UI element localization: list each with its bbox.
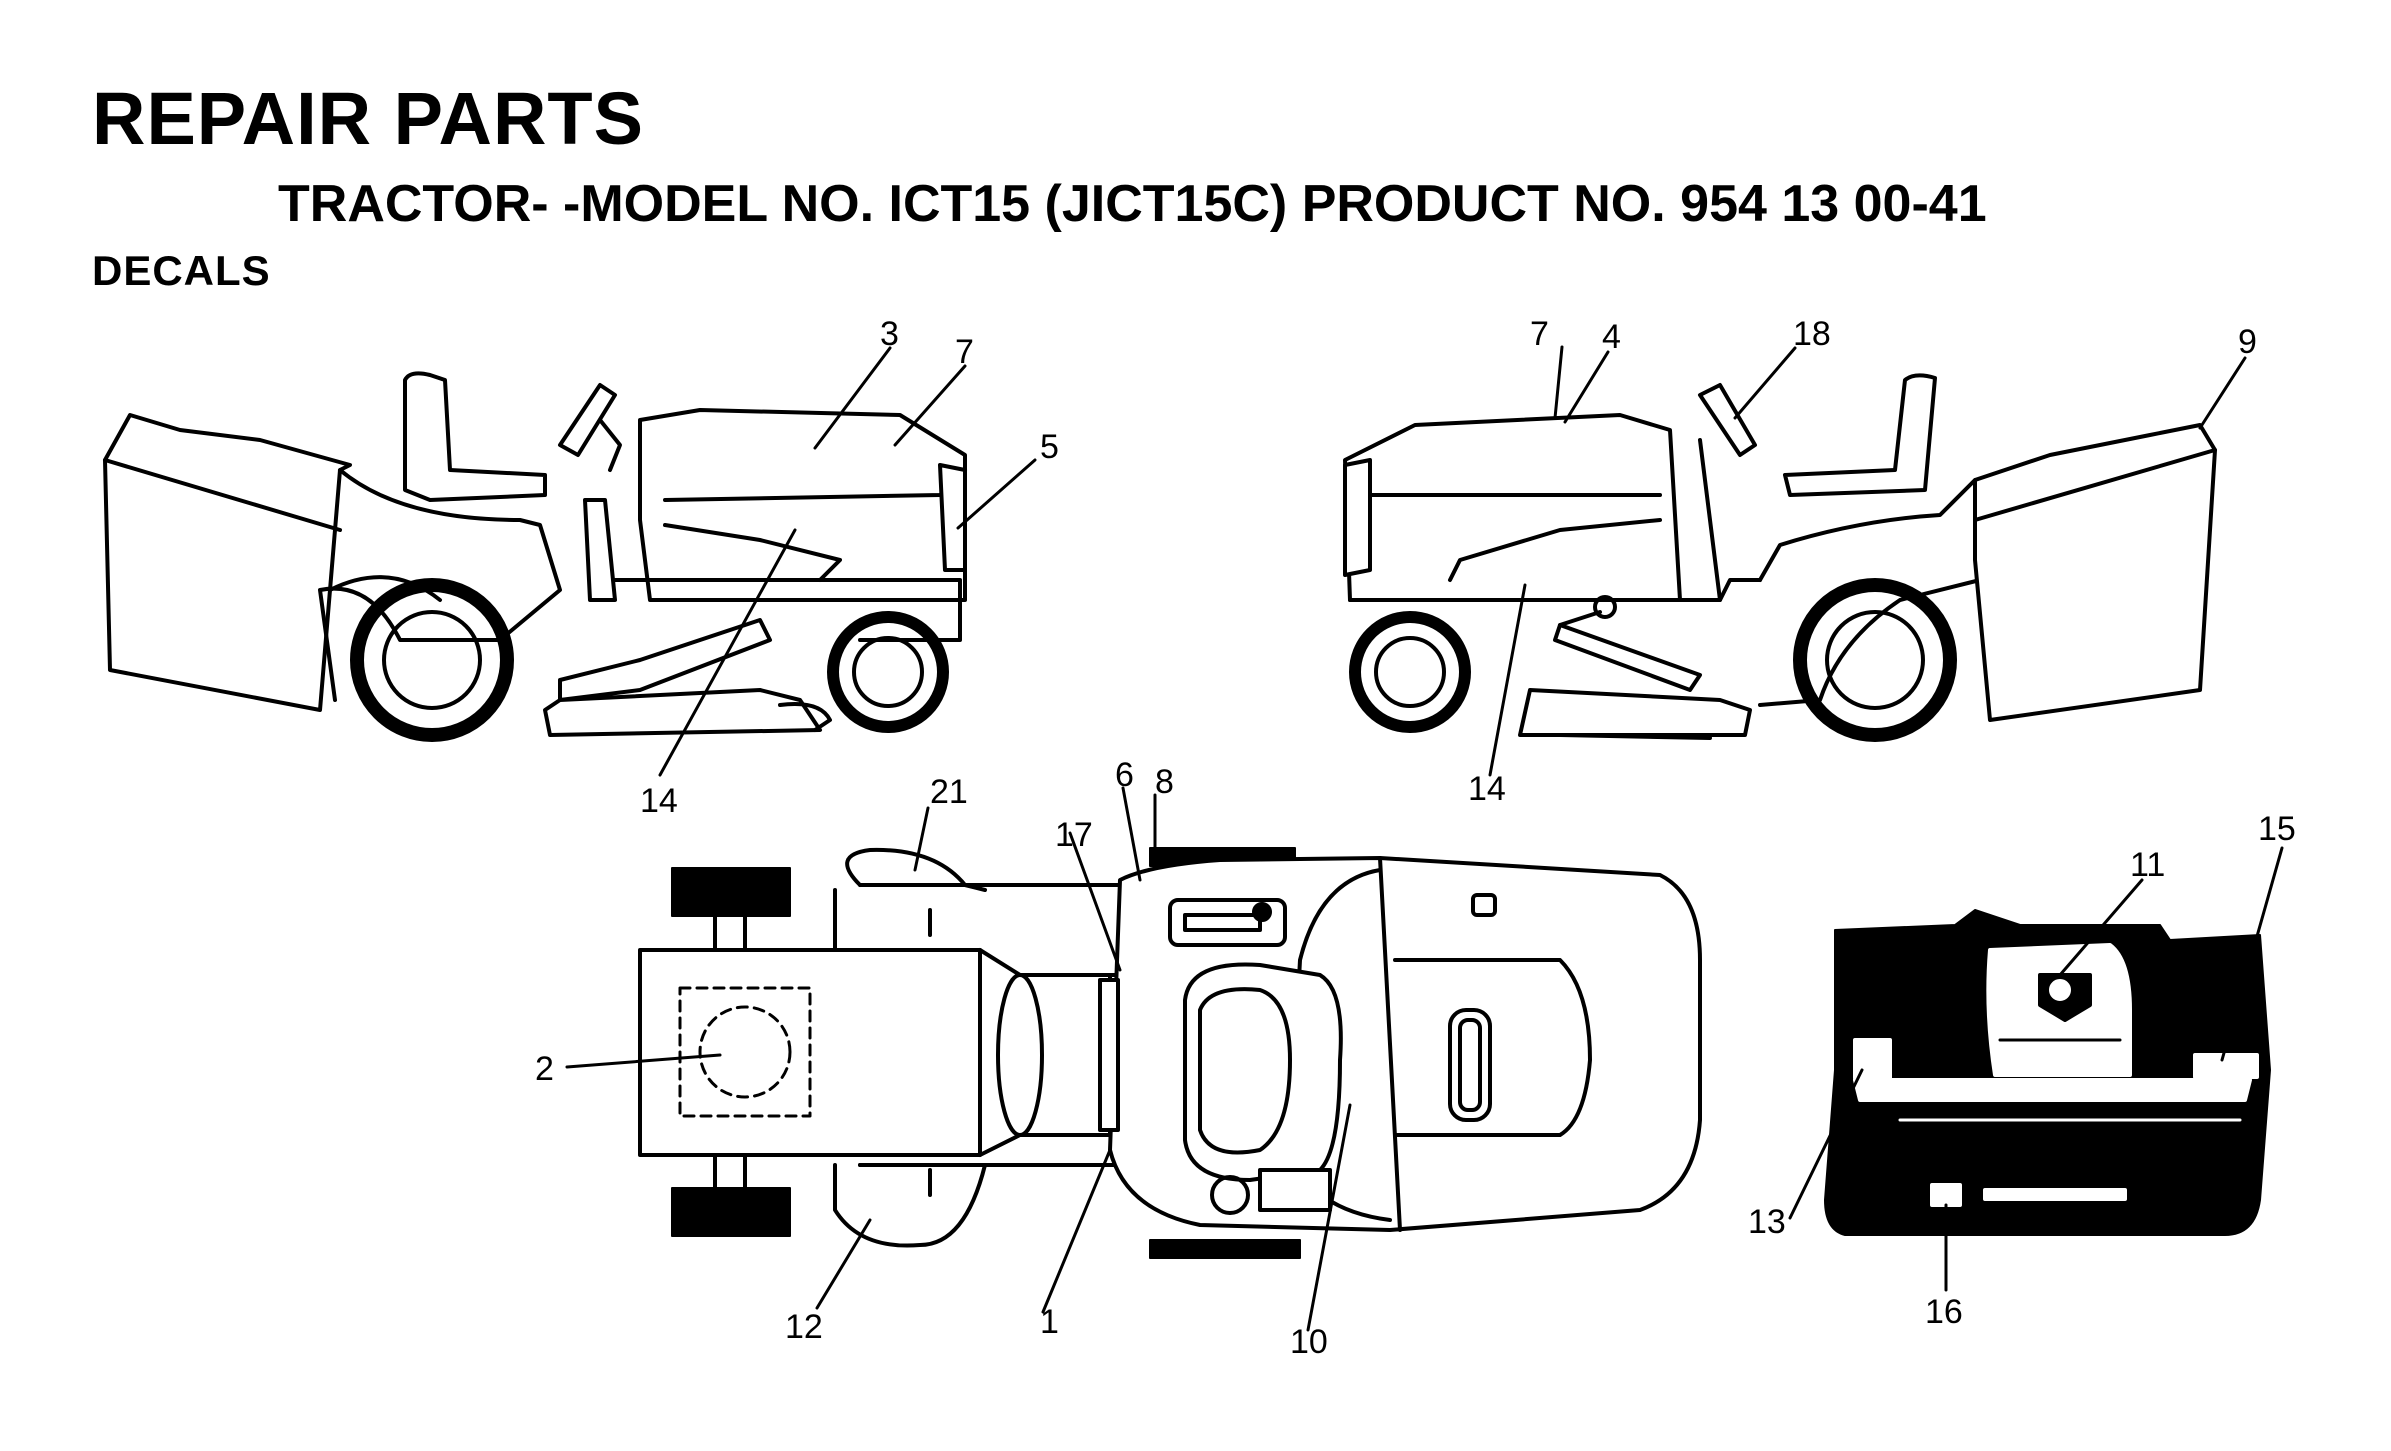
callout-5: 5	[1040, 428, 1059, 466]
callout-10: 10	[1290, 1323, 1328, 1361]
callout-labels: 1 2 3 4 5 6 7 7 8 9 10 11 12 13 14 14 15…	[535, 315, 2296, 1361]
callout-14-left: 14	[640, 782, 678, 820]
callout-18: 18	[1793, 315, 1831, 353]
callout-13: 13	[1748, 1203, 1786, 1241]
leader-lines	[565, 345, 2284, 1332]
callout-9: 9	[2238, 323, 2257, 361]
callout-4: 4	[1602, 318, 1621, 356]
callout-15: 15	[2258, 810, 2296, 848]
rear-panel-view	[1824, 909, 2271, 1236]
callout-6: 6	[1115, 756, 1134, 794]
callout-8: 8	[1155, 763, 1174, 801]
page-title: REPAIR PARTS	[92, 77, 644, 160]
callout-12: 12	[785, 1308, 823, 1346]
callout-16: 16	[1925, 1293, 1963, 1331]
callout-21: 21	[930, 773, 968, 811]
callout-2: 2	[535, 1050, 554, 1088]
callout-17: 17	[1055, 816, 1093, 854]
tractor-top-view	[638, 847, 1702, 1259]
callout-7-right: 7	[1530, 315, 1549, 353]
callout-11: 11	[2130, 846, 2165, 884]
tractor-left-side-view	[103, 371, 967, 742]
callout-7-left: 7	[955, 333, 974, 371]
model-line: TRACTOR- -MODEL NO. ICT15 (JICT15C) PROD…	[278, 175, 1987, 233]
callout-14-right: 14	[1468, 770, 1506, 808]
tractor-right-side-view	[1343, 373, 2217, 742]
callout-3: 3	[880, 315, 899, 353]
callout-1: 1	[1040, 1303, 1059, 1341]
section-title: DECALS	[92, 247, 271, 294]
